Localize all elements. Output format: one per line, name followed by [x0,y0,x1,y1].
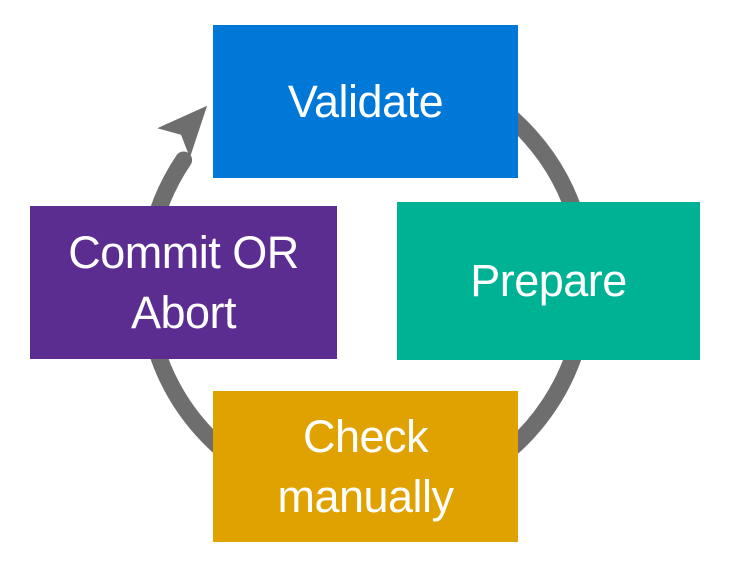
step-check-manually: Check manually [213,391,518,542]
step-commit-or-abort-label: Commit OR Abort [68,227,299,338]
step-check-manually-label: Check manually [277,411,454,522]
cycle-arrowhead-icon [157,105,208,158]
step-validate-label: Validate [287,75,444,127]
step-prepare: Prepare [397,202,700,360]
step-prepare-label: Prepare [470,255,627,307]
step-commit-or-abort: Commit OR Abort [30,206,337,359]
step-validate: Validate [213,25,518,178]
